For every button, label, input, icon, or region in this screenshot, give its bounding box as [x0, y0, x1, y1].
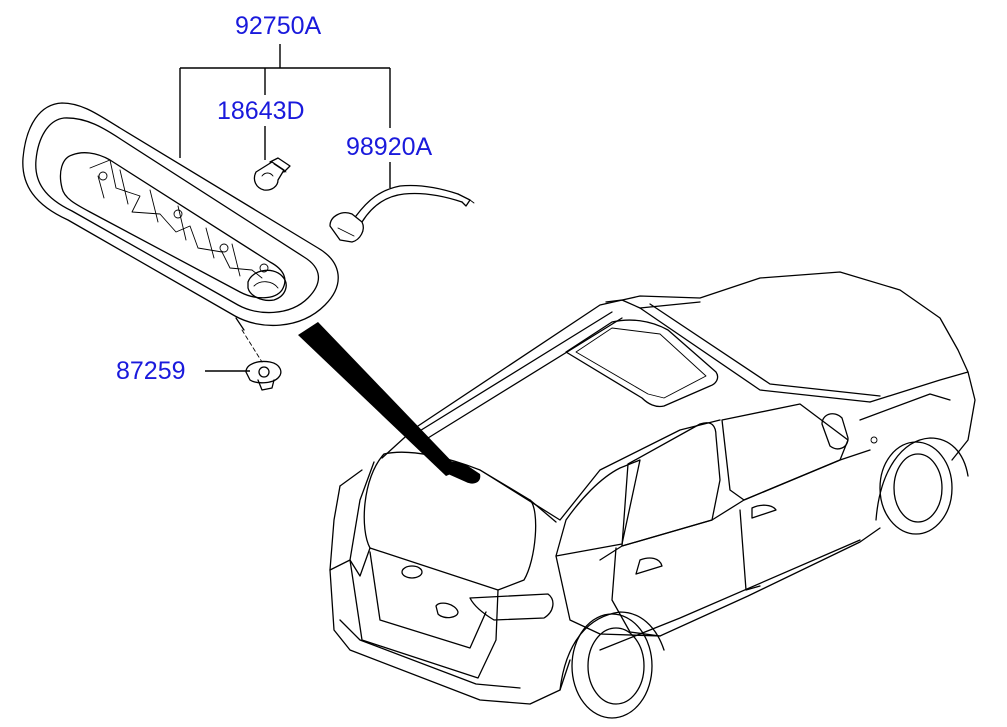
wiring-harness-illustration[interactable]: [329, 184, 475, 243]
part-label-92750A[interactable]: 92750A: [235, 12, 322, 40]
leader-lines: [179, 44, 391, 372]
bulb-illustration[interactable]: [253, 157, 291, 191]
part-label-98920A[interactable]: 98920A: [346, 133, 433, 161]
part-label-87259[interactable]: 87259: [116, 357, 186, 385]
location-indicator-wedge: [298, 322, 460, 476]
part-label-18643D[interactable]: 18643D: [217, 97, 305, 125]
stop-lamp-assembly-illustration[interactable]: [22, 102, 339, 363]
clip-illustration[interactable]: [245, 360, 282, 391]
lamp-location-marker: [444, 461, 481, 484]
vehicle-illustration: [329, 271, 976, 719]
